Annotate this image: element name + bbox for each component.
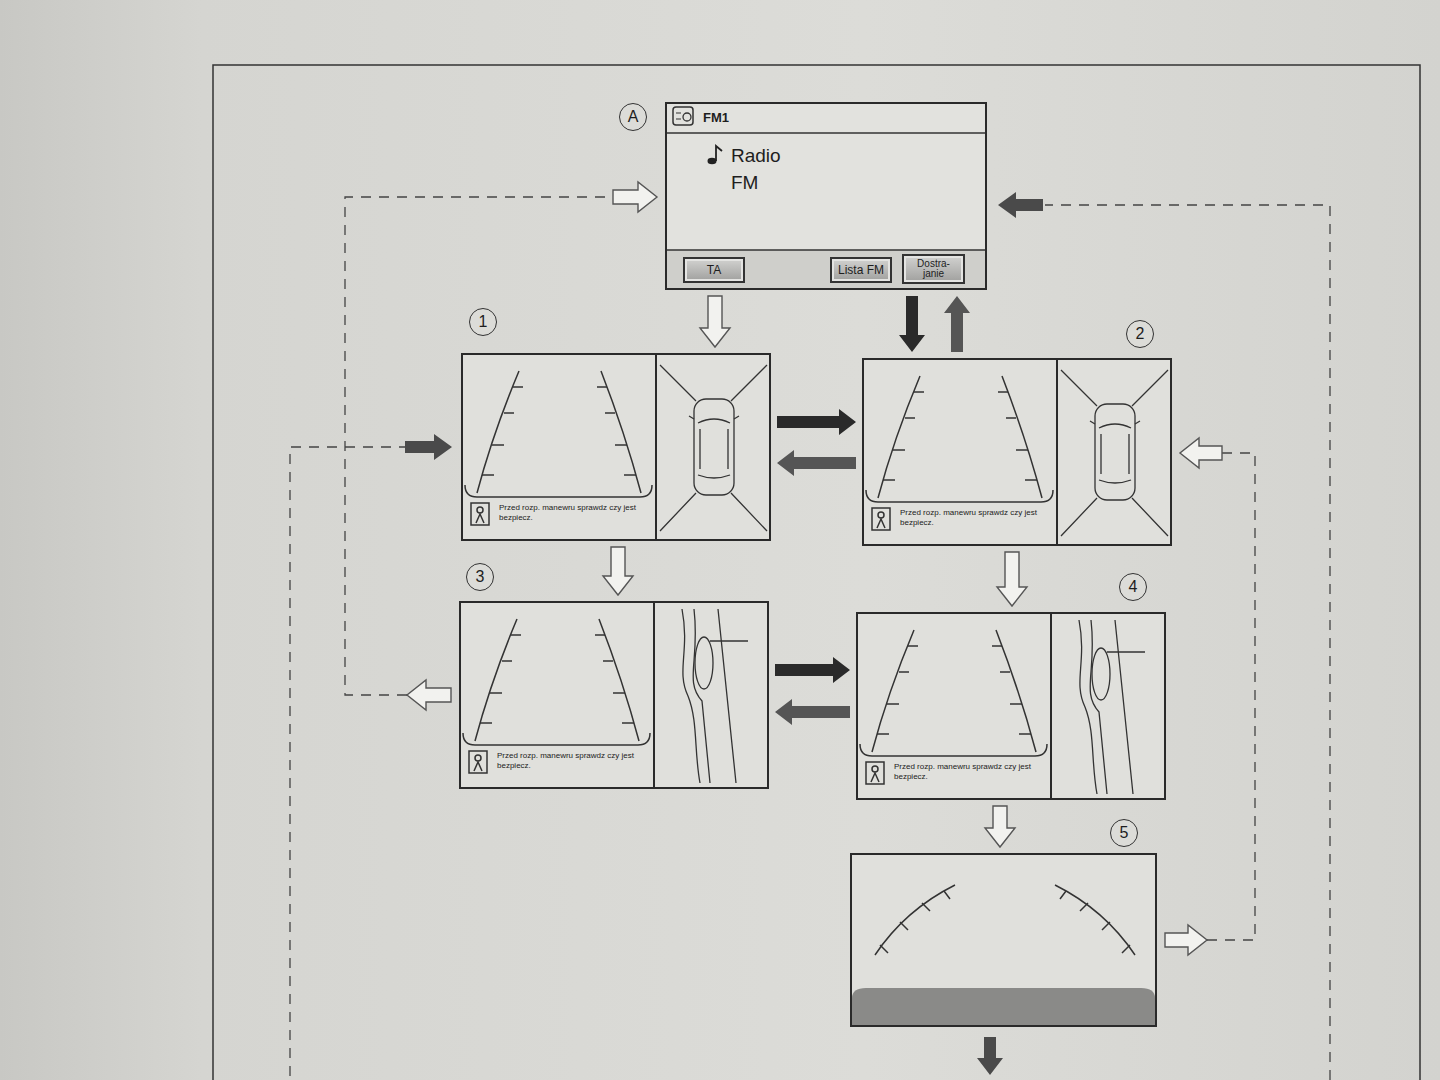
flow-connector bbox=[997, 552, 1027, 606]
flow-connector bbox=[700, 296, 730, 347]
flow-connector bbox=[775, 699, 850, 725]
camera-screens-art bbox=[459, 353, 1172, 1027]
flow-connector bbox=[775, 657, 850, 683]
camera-screen: 5 bbox=[850, 853, 1157, 1027]
camera-screen: 4Przed rozp. manewru sprawdz czy jest be… bbox=[856, 612, 1166, 800]
dashed-line bbox=[1207, 453, 1255, 940]
radio-screen: AFM1Radio FMTALista FMDostra- janie bbox=[665, 102, 987, 290]
station-name: Radio FM bbox=[731, 142, 801, 196]
callout-number: 1 bbox=[469, 308, 497, 336]
camera-screen: 2Przed rozp. manewru sprawdz czy jest be… bbox=[862, 358, 1172, 546]
page-frame bbox=[213, 65, 1420, 1080]
warning-text: Przed rozp. manewru sprawdz czy jest bez… bbox=[894, 762, 1046, 782]
camera-screen: 3Przed rozp. manewru sprawdz czy jest be… bbox=[459, 601, 769, 789]
callout-number: 2 bbox=[1126, 320, 1154, 348]
flow-connector bbox=[944, 296, 970, 352]
flow-connector bbox=[777, 409, 856, 435]
button-label: TA bbox=[707, 264, 721, 276]
warning-text: Przed rozp. manewru sprawdz czy jest bez… bbox=[497, 751, 649, 771]
block-arrow bbox=[775, 657, 850, 683]
flow-connector bbox=[985, 806, 1015, 847]
flow-connector bbox=[345, 182, 657, 710]
screen-button: TA bbox=[683, 257, 745, 283]
callout-number: 3 bbox=[466, 563, 494, 591]
callout-number: 4 bbox=[1119, 573, 1147, 601]
callout-number: 5 bbox=[1110, 819, 1138, 847]
block-arrow bbox=[1165, 925, 1207, 955]
flow-connector bbox=[1165, 438, 1255, 955]
camera-screen: 1Przed rozp. manewru sprawdz czy jest be… bbox=[461, 353, 771, 541]
flow-connector bbox=[603, 547, 633, 595]
block-arrow bbox=[603, 547, 633, 595]
flow-connector bbox=[777, 450, 856, 476]
block-arrow bbox=[997, 552, 1027, 606]
dashed-line bbox=[345, 197, 613, 695]
button-label: Lista FM bbox=[838, 264, 884, 276]
block-arrow bbox=[777, 409, 856, 435]
radio-screen-art bbox=[665, 102, 987, 290]
block-arrow bbox=[775, 699, 850, 725]
block-arrow bbox=[777, 450, 856, 476]
flow-connector bbox=[899, 296, 925, 352]
offpage-links bbox=[290, 192, 1330, 1080]
band-label: FM1 bbox=[703, 110, 729, 126]
callout-letter: A bbox=[619, 103, 647, 131]
block-arrow bbox=[1180, 438, 1222, 468]
block-arrow bbox=[944, 296, 970, 352]
block-arrow bbox=[407, 680, 451, 710]
button-label: Dostra- janie bbox=[909, 259, 959, 279]
screen-button: Dostra- janie bbox=[902, 254, 965, 284]
block-arrow bbox=[700, 296, 730, 347]
block-arrow bbox=[985, 806, 1015, 847]
block-arrow bbox=[899, 296, 925, 352]
screen-button: Lista FM bbox=[830, 257, 892, 283]
warning-text: Przed rozp. manewru sprawdz czy jest bez… bbox=[499, 503, 651, 523]
block-arrow bbox=[613, 182, 657, 212]
warning-text: Przed rozp. manewru sprawdz czy jest bez… bbox=[900, 508, 1052, 528]
